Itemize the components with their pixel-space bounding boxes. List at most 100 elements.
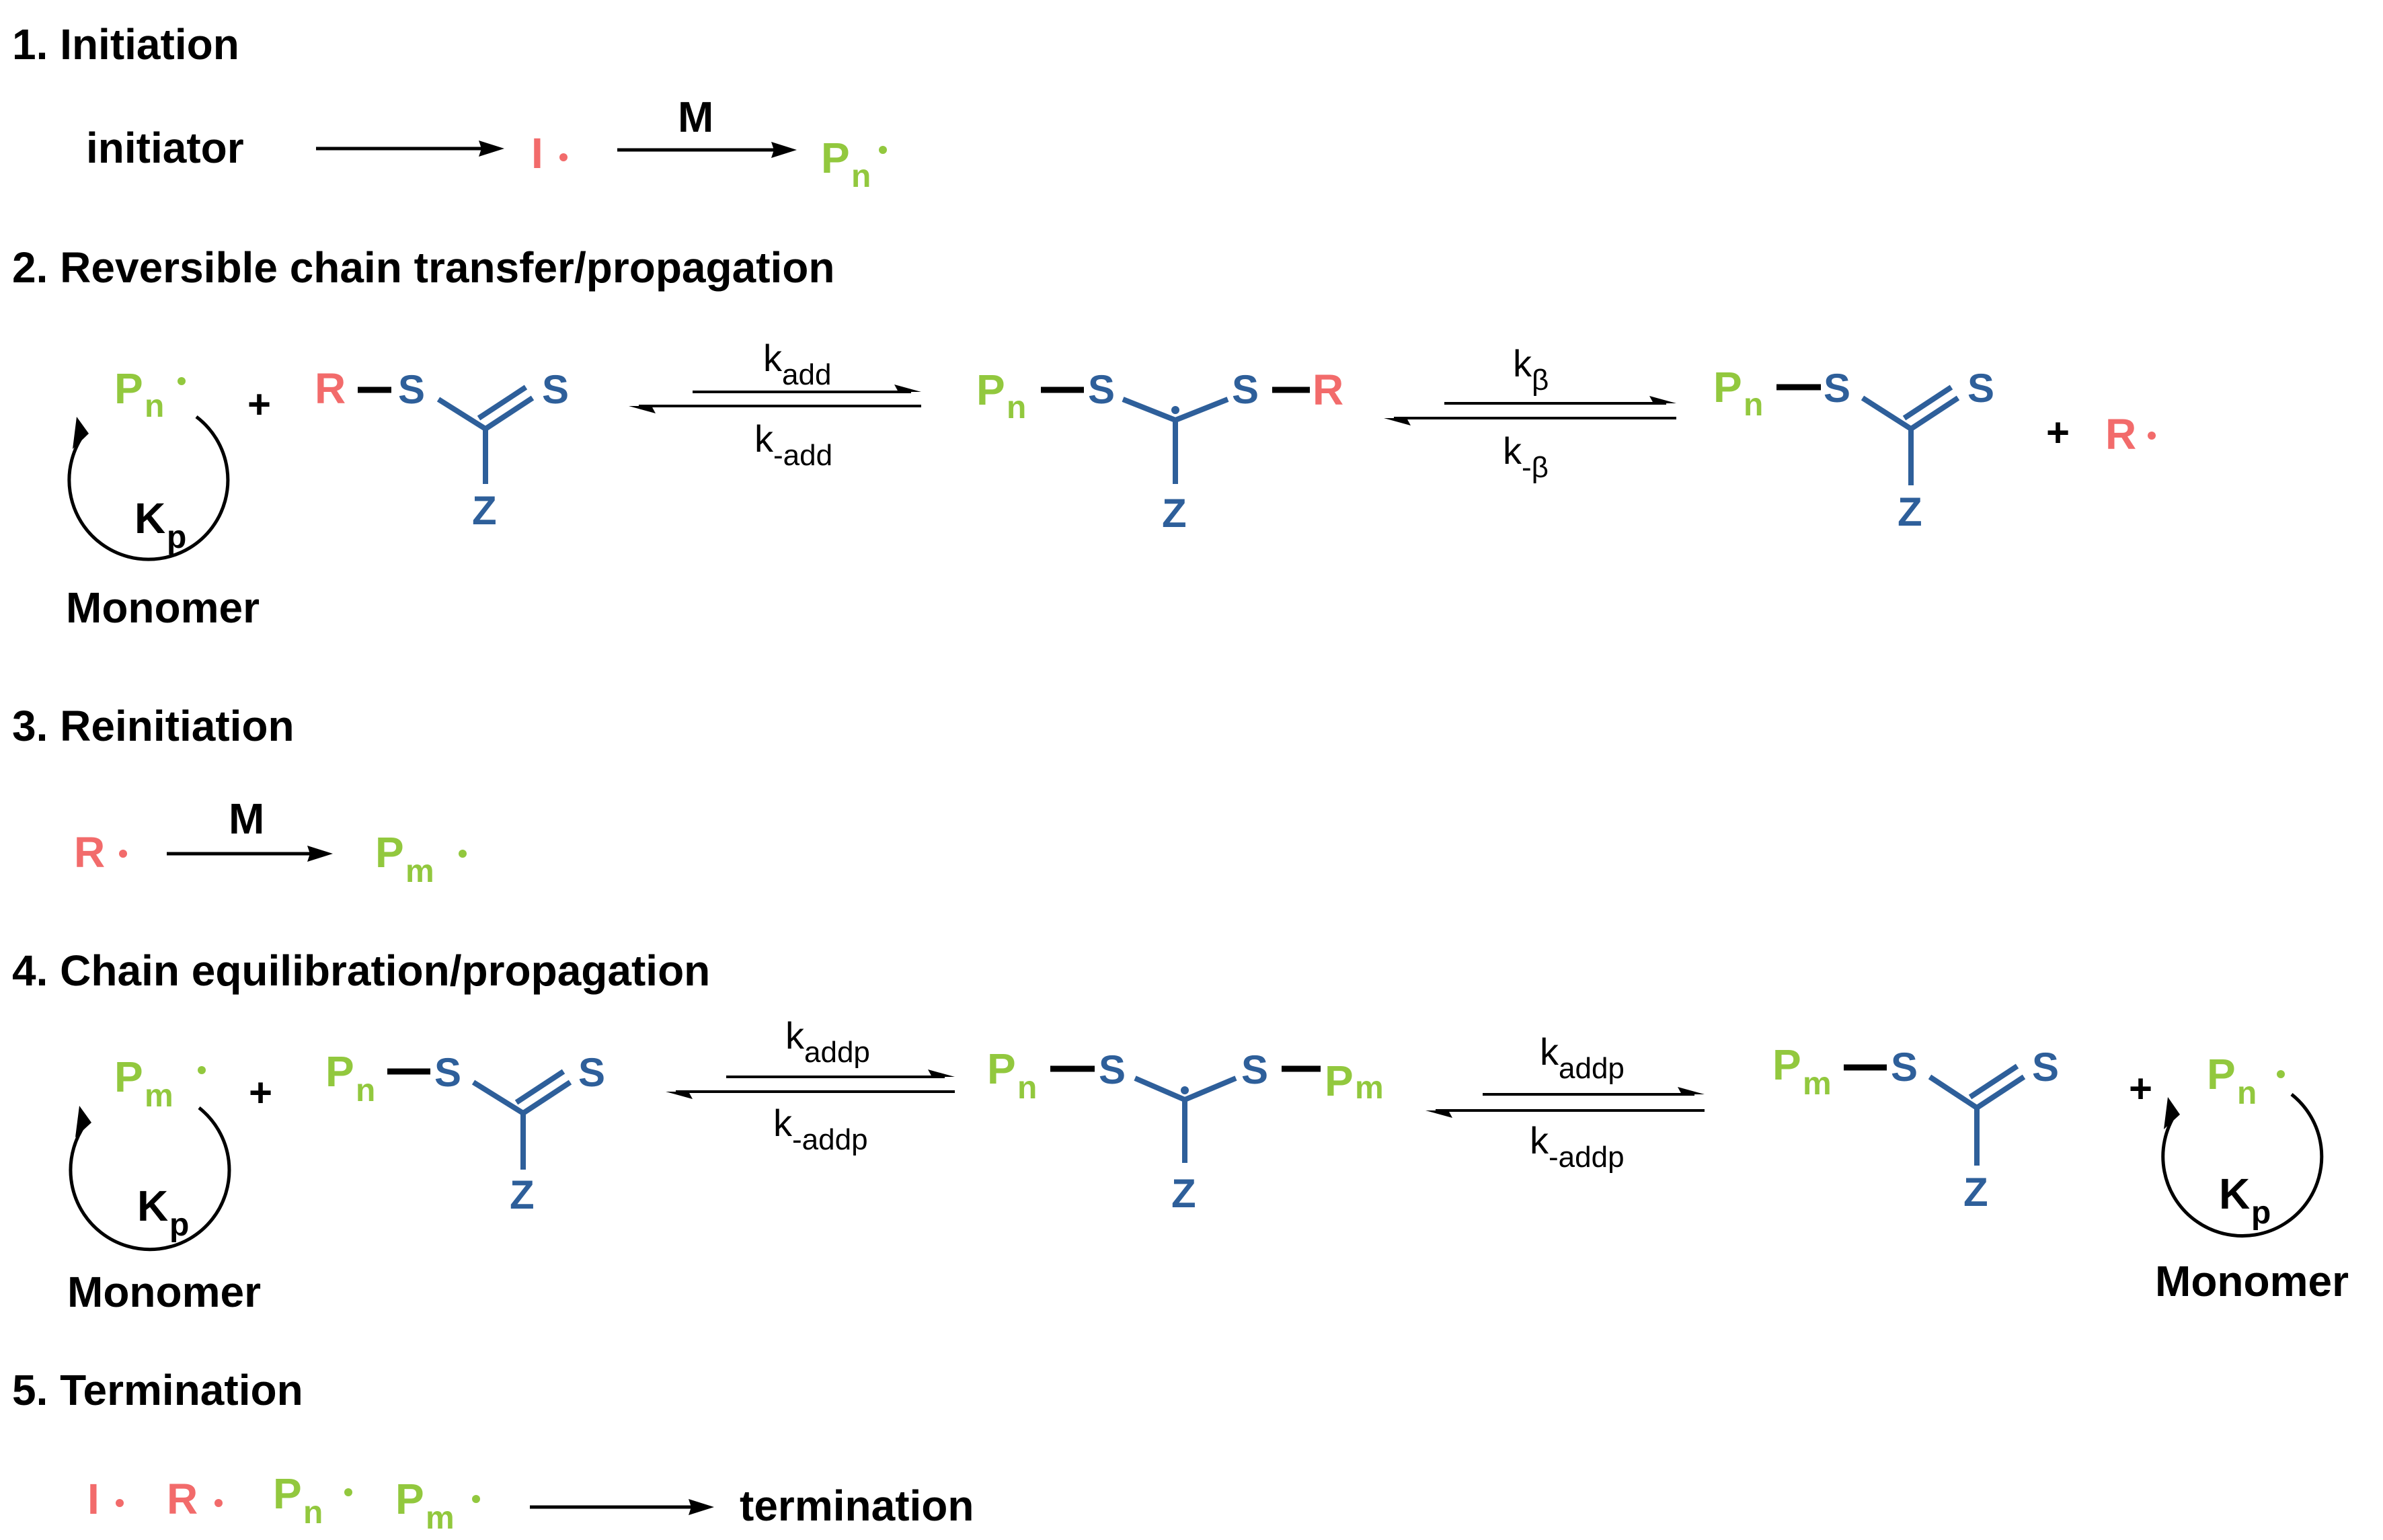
intermediate-radical-adduct: P n S S R Z xyxy=(976,366,1343,536)
svg-text:S: S xyxy=(398,367,425,412)
svg-text:S: S xyxy=(542,367,569,412)
arrow-initiator-to-radical xyxy=(316,140,504,157)
svg-text:p: p xyxy=(169,1207,189,1243)
radical-dot xyxy=(472,1495,480,1503)
initiator-radical-I: I xyxy=(531,129,543,177)
svg-text:-addp: -addp xyxy=(792,1123,868,1156)
radical-dot xyxy=(879,146,887,154)
propagation-loop-arrow xyxy=(2161,1093,2324,1238)
svg-text:K: K xyxy=(134,494,165,542)
svg-text:addp: addp xyxy=(804,1036,870,1069)
svg-text:-addp: -addp xyxy=(1549,1141,1625,1174)
macro-raft-agent-Pn: P n S S Z xyxy=(325,1047,605,1217)
propagation-rate-Kp: K p xyxy=(2219,1170,2271,1231)
plus-sign: + xyxy=(2129,1066,2152,1111)
radical-dot xyxy=(178,377,186,385)
initiator-label: initiator xyxy=(86,124,244,172)
propagating-radical-Pn: P n xyxy=(114,364,164,424)
svg-text:p: p xyxy=(2251,1195,2271,1231)
radical-dot xyxy=(214,1499,223,1507)
svg-text:P: P xyxy=(375,828,404,877)
svg-text:m: m xyxy=(145,1078,173,1114)
svg-text:m: m xyxy=(405,854,434,889)
propagating-radical-Pn: P n xyxy=(2207,1050,2257,1111)
svg-text:S: S xyxy=(2032,1045,2059,1090)
section-title-initiation: 1. Initiation xyxy=(12,20,239,69)
radical-dot xyxy=(2277,1070,2285,1078)
propagating-radical-Pn: P n xyxy=(976,366,1026,425)
svg-text:n: n xyxy=(145,389,164,424)
propagation-loop-arrow xyxy=(69,1106,231,1252)
propagating-radical-Pn: P n xyxy=(325,1047,375,1108)
rate-constant-kaddp: k addp xyxy=(785,1014,870,1069)
rate-constant-k-add: k -add xyxy=(754,417,832,472)
propagating-radical-Pm: P m xyxy=(114,1053,173,1114)
svg-text:m: m xyxy=(1355,1070,1384,1106)
monomer-M-label: M xyxy=(678,93,713,141)
termination-label: termination xyxy=(740,1482,974,1530)
raft-agent-R-dithioester: R S S Z xyxy=(315,364,569,533)
svg-text:S: S xyxy=(578,1050,605,1095)
svg-text:P: P xyxy=(325,1047,354,1096)
svg-text:k: k xyxy=(1540,1030,1559,1073)
svg-text:S: S xyxy=(1967,366,1994,411)
propagating-radical-Pm: P m xyxy=(1772,1041,1832,1102)
svg-text:m: m xyxy=(426,1500,455,1536)
svg-text:Z: Z xyxy=(1898,489,1922,534)
svg-text:n: n xyxy=(2237,1076,2257,1111)
equilibrium-arrow-kadd xyxy=(629,384,921,413)
monomer-label: Monomer xyxy=(2155,1257,2349,1305)
rate-constant-kbeta: k β xyxy=(1513,342,1549,397)
propagating-radical-Pm: P m xyxy=(395,1475,455,1536)
svg-text:P: P xyxy=(987,1045,1016,1093)
radical-dot xyxy=(1171,406,1179,414)
svg-text:S: S xyxy=(1099,1047,1126,1092)
svg-text:k: k xyxy=(763,337,783,379)
arrow-radical-to-chain xyxy=(617,142,797,158)
svg-text:S: S xyxy=(1891,1045,1918,1090)
svg-text:S: S xyxy=(1232,367,1259,412)
svg-text:S: S xyxy=(1241,1047,1268,1092)
macro-raft-agent-Pm: P m S S Z xyxy=(1772,1041,2059,1215)
macro-raft-agent-Pn: P n S S Z xyxy=(1713,363,1994,534)
leaving-group-radical-R: R xyxy=(2105,410,2136,458)
svg-text:K: K xyxy=(2219,1170,2250,1218)
rate-constant-k-addp: k -addp xyxy=(1530,1119,1625,1174)
section-title-termination: 5. Termination xyxy=(12,1366,303,1414)
svg-text:R: R xyxy=(315,364,346,413)
propagating-radical-Pn: P n xyxy=(987,1045,1037,1106)
radical-dot xyxy=(198,1066,206,1074)
radical-dot xyxy=(119,850,127,858)
radical-dot xyxy=(1181,1086,1189,1094)
propagating-radical-Pn: P n xyxy=(1713,363,1763,423)
monomer-label: Monomer xyxy=(66,583,260,632)
svg-text:n: n xyxy=(1744,387,1763,423)
svg-text:S: S xyxy=(1088,367,1115,412)
propagating-radical-Pm: P m xyxy=(1325,1057,1384,1106)
propagating-radical-Pn: P n xyxy=(821,134,871,194)
svg-text:P: P xyxy=(1325,1057,1354,1105)
arrow-termination xyxy=(530,1499,714,1515)
radical-dot xyxy=(559,153,568,161)
propagating-radical-Pn: P n xyxy=(273,1469,323,1531)
svg-text:P: P xyxy=(821,134,850,182)
rate-constant-kadd: k add xyxy=(763,337,831,391)
svg-text:k: k xyxy=(1503,430,1522,472)
initiator-radical-I: I xyxy=(87,1475,100,1523)
svg-text:n: n xyxy=(1017,1070,1037,1106)
svg-text:k: k xyxy=(785,1014,805,1057)
leaving-group-radical-R: R xyxy=(167,1475,198,1523)
svg-text:add: add xyxy=(782,358,831,391)
svg-text:Z: Z xyxy=(510,1172,535,1217)
section-title-reversible-chain-transfer: 2. Reversible chain transfer/propagation xyxy=(12,243,834,292)
svg-text:k: k xyxy=(1513,342,1532,384)
leaving-group-radical-R: R xyxy=(74,828,105,877)
section-title-reinitiation: 3. Reinitiation xyxy=(12,702,295,750)
radical-dot xyxy=(116,1499,124,1507)
svg-text:P: P xyxy=(395,1475,424,1523)
svg-text:n: n xyxy=(303,1495,323,1531)
radical-dot xyxy=(459,850,467,858)
svg-text:m: m xyxy=(1803,1066,1832,1102)
svg-text:P: P xyxy=(1713,363,1742,411)
propagation-rate-Kp: K p xyxy=(137,1182,189,1243)
